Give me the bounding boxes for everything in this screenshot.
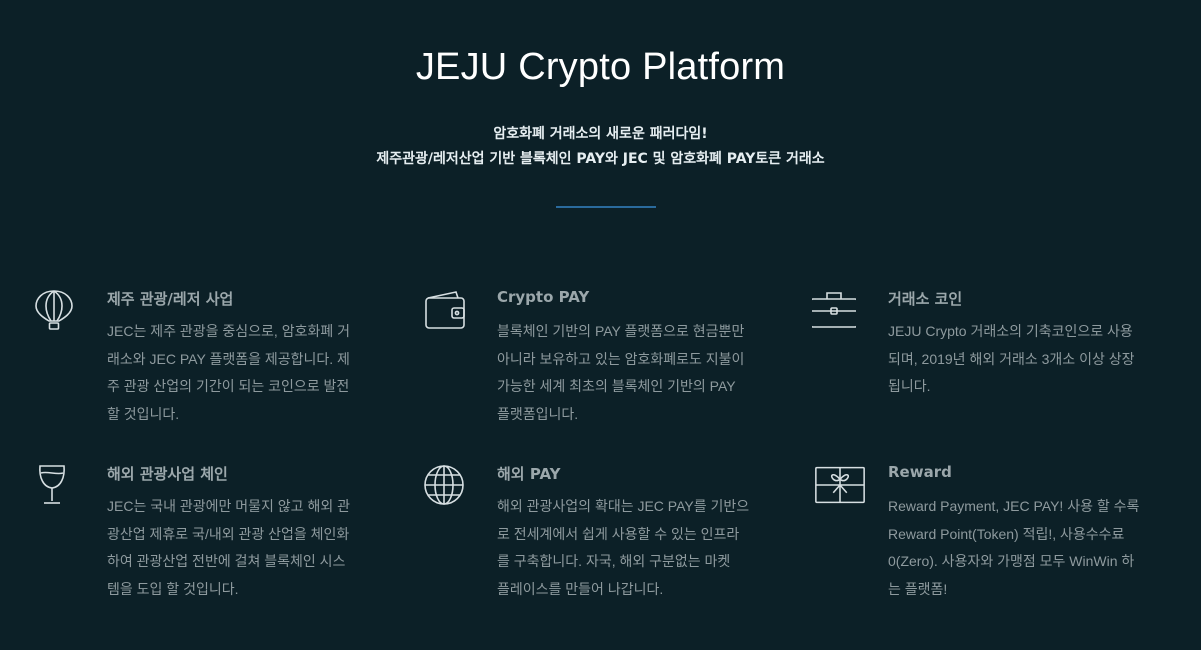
description-line: 0(Zero). 사용자와 가맹점 모두 WinWin 하 <box>888 553 1135 569</box>
description-line: JEC는 제주 관광을 중심으로, 암호화폐 거 <box>107 323 350 339</box>
description-line: 되며, 2019년 해외 거래소 3개소 이상 상장 <box>888 350 1135 367</box>
feature-title: 제주 관광/레저 사업 <box>107 290 234 308</box>
gift-box-icon <box>812 463 865 507</box>
page-subtitle: 암호화폐 거래소의 새로운 패러다임! 제주관광/레저산업 기반 블록체인 PA… <box>0 122 1201 172</box>
description-line: Reward Payment, JEC PAY! 사용 할 수록 <box>888 498 1140 514</box>
feature-title: 해외 관광사업 체인 <box>107 465 228 483</box>
description-line: 템을 도입 할 것입니다. <box>107 580 239 597</box>
description-line: 로 전세계에서 쉽게 사용할 수 있는 인프라 <box>497 525 740 542</box>
description-line: 아니라 보유하고 있는 암호화폐로도 지불이 <box>497 350 745 367</box>
description-line: Reward Point(Token) 적립!, 사용수수료 <box>888 525 1125 542</box>
description-line: 됩니다. <box>888 378 931 394</box>
page-title: JEJU Crypto Platform <box>415 46 786 88</box>
description-line: 블록체인 기반의 PAY 플랫폼으로 현금뿐만 <box>497 323 745 339</box>
description-line: JEC는 국내 관광에만 머물지 않고 해외 관 <box>107 498 350 514</box>
feature-description: 해외 관광사업의 확대는 JEC PAY를 기반으 로 전세계에서 쉽게 사용할… <box>497 493 787 603</box>
feature-description: JEJU Crypto 거래소의 기축코인으로 사용 되며, 2019년 해외 … <box>888 318 1178 401</box>
globe-icon <box>422 463 466 507</box>
briefcase-icon <box>812 288 856 332</box>
feature-description: 블록체인 기반의 PAY 플랫폼으로 현금뿐만 아니라 보유하고 있는 암호화폐… <box>497 318 787 428</box>
wallet-icon <box>422 288 466 332</box>
description-line: 를 구축합니다. 자국, 해외 구분없는 마켓 <box>497 553 731 569</box>
description-line: 는 플랫폼! <box>888 580 948 597</box>
description-line: 광산업 제휴로 국/내외 관광 산업을 체인화 <box>107 525 350 542</box>
hot-air-balloon-icon <box>32 288 76 332</box>
feature-title: Reward <box>888 463 952 481</box>
feature-description: Reward Payment, JEC PAY! 사용 할 수록 Reward … <box>888 493 1178 603</box>
description-line: 플레이스를 만들어 나갑니다. <box>497 580 664 597</box>
feature-description: JEC는 국내 관광에만 머물지 않고 해외 관 광산업 제휴로 국/내외 관광… <box>107 493 397 603</box>
description-line: 할 것입니다. <box>107 405 180 422</box>
description-line: 래소와 JEC PAY 플랫폼을 제공합니다. 제 <box>107 350 350 367</box>
subtitle-line: 제주관광/레저산업 기반 블록체인 PAY와 JEC 및 암호화폐 PAY토큰 … <box>376 151 825 167</box>
title-divider <box>556 206 656 208</box>
description-line: 해외 관광사업의 확대는 JEC PAY를 기반으 <box>497 498 750 514</box>
description-line: 플랫폼입니다. <box>497 405 579 422</box>
description-line: 가능한 세계 최초의 블록체인 기반의 PAY <box>497 378 736 394</box>
description-line: 하여 관광산업 전반에 걸쳐 블록체인 시스 <box>107 553 346 569</box>
feature-title: 거래소 코인 <box>888 290 963 308</box>
feature-description: JEC는 제주 관광을 중심으로, 암호화폐 거 래소와 JEC PAY 플랫폼… <box>107 318 397 428</box>
subtitle-line: 암호화폐 거래소의 새로운 패러다임! <box>493 126 708 142</box>
feature-title: 해외 PAY <box>497 465 561 483</box>
description-line: JEJU Crypto 거래소의 기축코인으로 사용 <box>888 323 1133 339</box>
description-line: 주 관광 산업의 기간이 되는 코인으로 발전 <box>107 378 350 394</box>
wine-glass-icon <box>32 463 76 507</box>
feature-title: Crypto PAY <box>497 288 590 306</box>
